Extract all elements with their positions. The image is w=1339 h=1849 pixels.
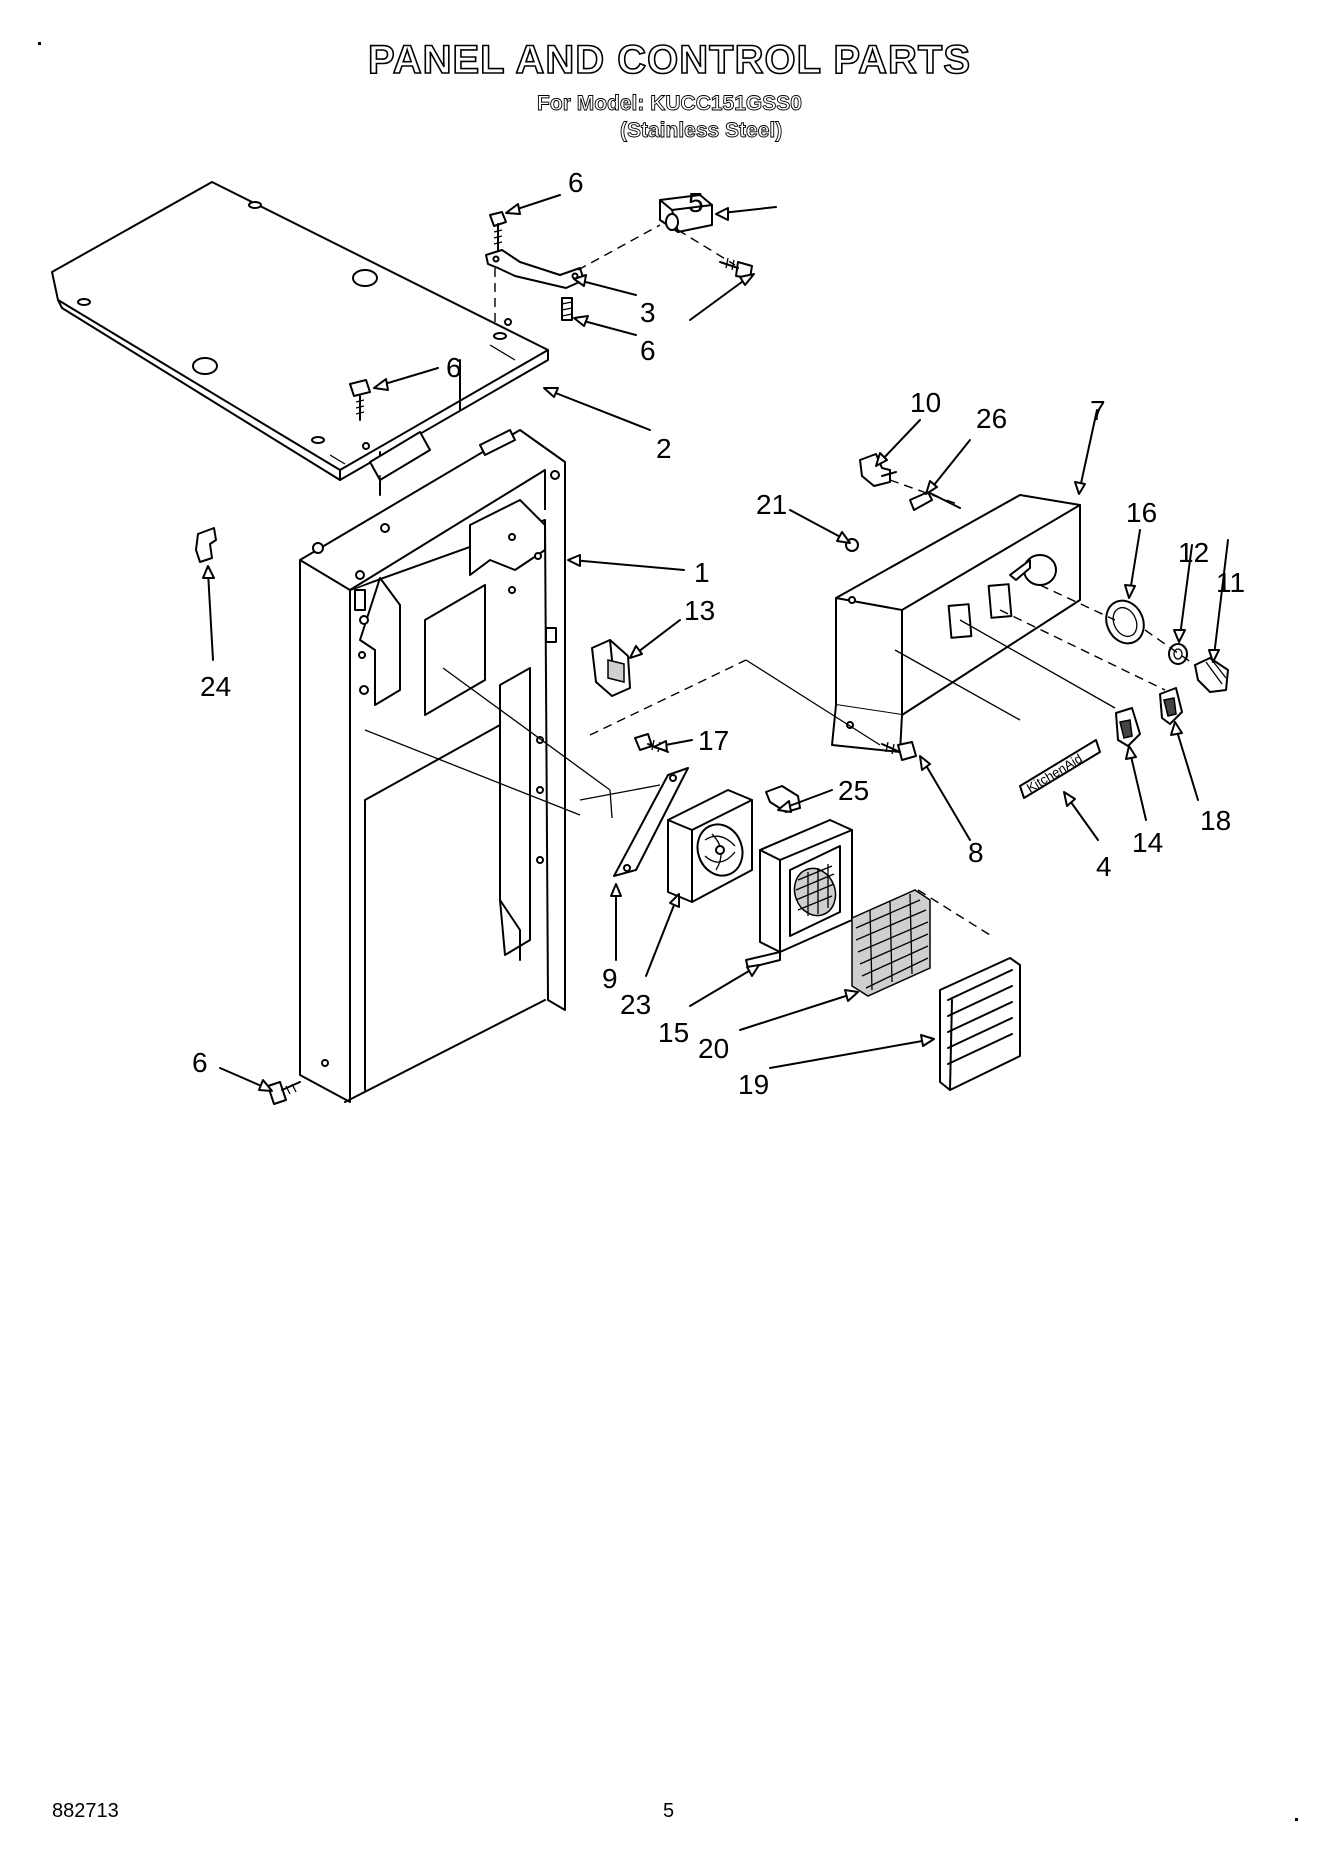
callout-4: 4 [1096, 851, 1112, 882]
clip-icon [195, 527, 217, 563]
reference-line [959, 619, 1116, 709]
callout-6: 6 [192, 1047, 208, 1078]
callout-12: 12 [1178, 537, 1209, 568]
grille-frame-icon [745, 819, 853, 969]
callout-14: 14 [1132, 827, 1163, 858]
leader-dash [1144, 629, 1196, 666]
reference-line [894, 649, 1021, 721]
nameplate-text: KitchenAid [1024, 751, 1085, 796]
screw-icon [561, 297, 573, 321]
reference-line [442, 667, 611, 791]
bezel-ring-icon [1105, 599, 1145, 645]
callout-6: 6 [640, 335, 656, 366]
leader-dash [999, 609, 1166, 691]
scan-speck [38, 42, 41, 45]
callout-8: 8 [968, 837, 984, 868]
bracket-clip-icon [909, 491, 961, 511]
callout-9: 9 [602, 963, 618, 994]
callout-19: 19 [738, 1069, 769, 1100]
callout-18: 18 [1200, 805, 1231, 836]
callout-7: 7 [1090, 395, 1106, 426]
reference-line [579, 784, 661, 801]
thermostat-clip-icon [859, 453, 897, 487]
screw-icon [267, 1081, 301, 1105]
rocker-switch-icon [1115, 707, 1141, 747]
callout-24: 24 [200, 671, 231, 702]
leader-dash [677, 229, 736, 266]
fan-bracket [613, 767, 689, 877]
callout-23: 23 [620, 989, 651, 1020]
side-panel-frame [299, 359, 566, 1103]
leader-dash [889, 479, 961, 506]
callout-17: 17 [698, 725, 729, 756]
switch-cover [659, 194, 713, 233]
spacer-icon [1168, 643, 1188, 665]
control-panel-housing [831, 494, 1081, 753]
callout-3: 3 [640, 297, 656, 328]
callout-16: 16 [1126, 497, 1157, 528]
callout-arrows [202, 194, 1229, 1092]
rocker-switch-icon [1159, 687, 1183, 725]
louvered-grille-icon [939, 957, 1021, 1091]
knob-icon [1194, 657, 1229, 693]
callout-15: 15 [658, 1017, 689, 1048]
callout-20: 20 [698, 1033, 729, 1064]
reference-line [745, 659, 881, 746]
document-number: 882713 [52, 1800, 119, 1822]
callout-6: 6 [446, 352, 462, 383]
callout-10: 10 [910, 387, 941, 418]
callout-25: 25 [838, 775, 869, 806]
callout-21: 21 [756, 489, 787, 520]
callout-2: 2 [656, 433, 672, 464]
fan-icon [667, 789, 753, 903]
switch-bracket [485, 249, 585, 289]
screw-icon [881, 741, 917, 761]
callout-13: 13 [684, 595, 715, 626]
callout-5: 5 [688, 187, 704, 218]
callout-6: 6 [568, 167, 584, 198]
nameplate: KitchenAid [1019, 739, 1101, 799]
screw-icon [349, 379, 371, 421]
scan-speck [1295, 1818, 1298, 1821]
rocker-switch-icon [591, 639, 631, 697]
finish-line: (Stainless Steel) [620, 119, 783, 143]
reference-line [364, 729, 581, 816]
leader-dash [1039, 584, 1116, 621]
page-title: PANEL AND CONTROL PARTS [367, 37, 972, 83]
page-number: 5 [663, 1800, 675, 1822]
callout-26: 26 [976, 403, 1007, 434]
screw-icon [489, 211, 507, 251]
filter-pad-icon [851, 889, 931, 997]
model-line: For Model: KUCC151GSS0 [537, 92, 803, 116]
top-cover-plate [51, 181, 549, 481]
leader-dash [577, 224, 661, 271]
callout-11: 11 [1216, 567, 1245, 598]
callout-1: 1 [694, 557, 710, 588]
